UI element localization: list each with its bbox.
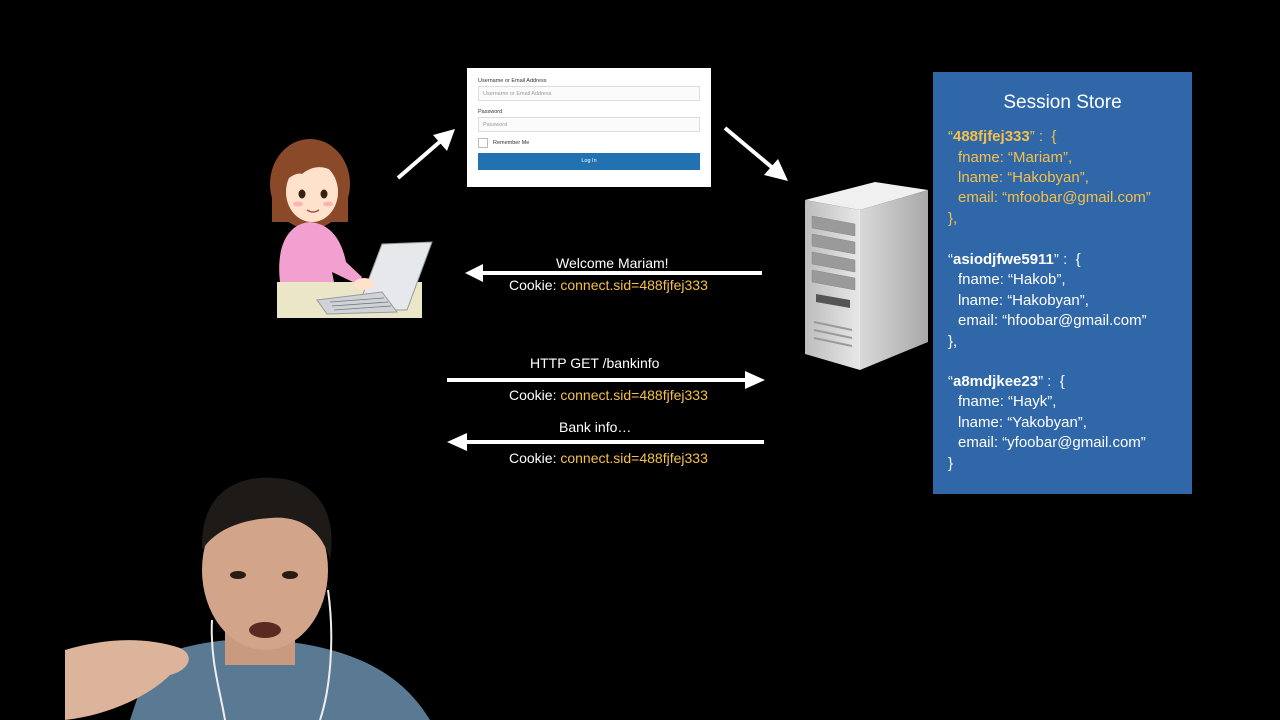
username-input[interactable]: Username or Email Address — [478, 86, 700, 101]
arrow-icon — [447, 371, 765, 389]
cookie-value: connect.sid=488fjfej333 — [560, 387, 708, 403]
session-entry-1-close: }, — [948, 210, 958, 227]
session-entry-2-close: }, — [948, 333, 958, 350]
arrow-icon — [396, 129, 455, 180]
session-entry-2-key: “asiodjfwe5911” : { — [948, 251, 1081, 268]
cookie-value: connect.sid=488fjfej333 — [560, 450, 708, 466]
presenter-webcam — [65, 477, 430, 720]
password-label: Password — [478, 109, 503, 115]
session-entry-1-fname: fname: “Mariam”, — [958, 149, 1073, 166]
session-entry-3-lname: lname: “Yakobyan”, — [958, 414, 1087, 431]
session-id: 488fjfej333 — [953, 128, 1030, 145]
remember-checkbox[interactable] — [478, 138, 488, 148]
cookie-label: Cookie: — [509, 450, 561, 466]
session-entry-3-close: } — [948, 455, 954, 472]
session-entry-2-email: email: “hfoobar@gmail.com” — [958, 312, 1147, 329]
user-at-laptop-icon — [270, 139, 433, 318]
bank-info-message: Bank info… — [559, 419, 632, 435]
arrow-icon — [447, 433, 764, 451]
session-id: a8mdjkee23 — [953, 373, 1039, 390]
remember-row: Remember Me — [478, 138, 700, 148]
cookie-value: connect.sid=488fjfej333 — [560, 277, 708, 293]
cookie-line-1: Cookie: connect.sid=488fjfej333 — [509, 277, 708, 293]
arrow-icon — [465, 264, 762, 282]
session-store-panel — [933, 72, 1192, 494]
session-entry-3-key: “a8mdjkee23” : { — [948, 373, 1065, 390]
session-entry-2-lname: lname: “Hakobyan”, — [958, 292, 1089, 309]
server-icon — [805, 182, 928, 370]
session-entry-1-lname: lname: “Hakobyan”, — [958, 169, 1089, 186]
cookie-line-3: Cookie: connect.sid=488fjfej333 — [509, 450, 708, 466]
cookie-label: Cookie: — [509, 387, 561, 403]
cookie-line-2: Cookie: connect.sid=488fjfej333 — [509, 387, 708, 403]
username-label: Username or Email Address — [478, 78, 547, 84]
session-entry-3-fname: fname: “Hayk”, — [958, 393, 1057, 410]
arrow-icon — [723, 126, 788, 181]
session-entry-1-key: “488fjfej333” : { — [948, 128, 1057, 145]
session-store-title: Session Store — [1003, 92, 1122, 113]
cookie-label: Cookie: — [509, 277, 561, 293]
login-form: Username or Email Address Username or Em… — [467, 68, 711, 187]
session-entry-2-fname: fname: “Hakob”, — [958, 271, 1066, 288]
login-button[interactable]: Log In — [478, 153, 700, 170]
session-id: asiodjfwe5911 — [953, 251, 1054, 268]
session-entry-3-email: email: “yfoobar@gmail.com” — [958, 434, 1146, 451]
remember-label: Remember Me — [493, 140, 530, 146]
session-entry-1-email: email: “mfoobar@gmail.com” — [958, 189, 1151, 206]
password-input[interactable]: Password — [478, 117, 700, 132]
http-get-message: HTTP GET /bankinfo — [530, 355, 660, 371]
welcome-message: Welcome Mariam! — [556, 255, 669, 271]
